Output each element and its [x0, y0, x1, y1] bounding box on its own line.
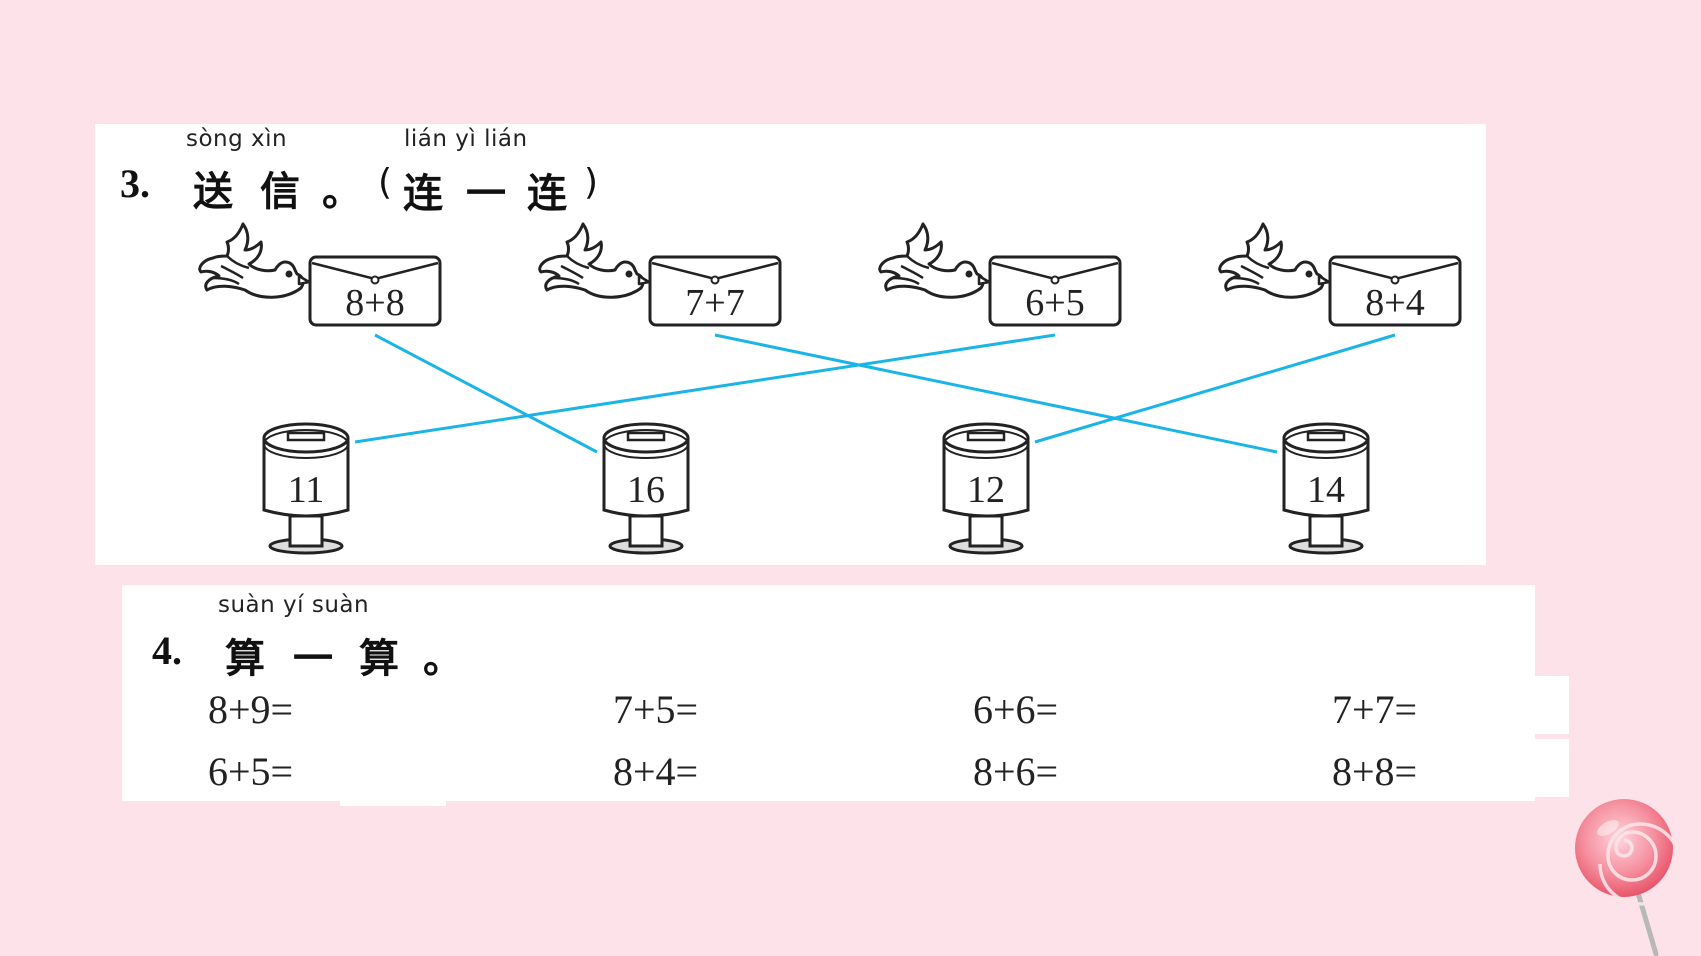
- instruction-open-paren: (: [378, 162, 393, 203]
- pigeon-icon: [533, 220, 653, 316]
- envelope-label: 8+8: [345, 282, 405, 324]
- lollipop-icon: [1575, 799, 1682, 956]
- equation-item: 8+4=: [613, 749, 699, 794]
- mailbox-icon[interactable]: 12: [940, 420, 1032, 556]
- connection-line: [354, 333, 1056, 444]
- pigeon-icon: [873, 220, 993, 316]
- question-number-3: 3.: [120, 161, 150, 206]
- question-number-4: 4.: [152, 628, 182, 673]
- white-patch: [1535, 676, 1569, 734]
- envelope-card[interactable]: 8+4: [1328, 255, 1462, 327]
- equation-item: 6+5=: [208, 749, 294, 794]
- white-patch: [1535, 739, 1569, 797]
- white-patch: [340, 800, 446, 806]
- title-period: 。: [322, 169, 362, 215]
- pinyin-lian-yi-lian: lián yì lián: [404, 126, 528, 152]
- instruction-char-lian: 连: [403, 171, 443, 217]
- mailbox-icon[interactable]: 16: [600, 420, 692, 556]
- equation-item: 8+6=: [973, 749, 1059, 794]
- mailbox-label: 12: [967, 469, 1005, 511]
- envelope-card[interactable]: 8+8: [308, 255, 442, 327]
- mailbox-label: 14: [1307, 469, 1345, 511]
- instruction-char-yi: 一: [466, 171, 506, 217]
- equation-item: 8+8=: [1332, 749, 1418, 794]
- mailbox-label: 16: [627, 469, 665, 511]
- equation-item: 7+5=: [613, 687, 699, 732]
- envelope-label: 8+4: [1365, 282, 1425, 324]
- connection-line: [714, 333, 1278, 454]
- envelope-card[interactable]: 6+5: [988, 255, 1122, 327]
- mailbox-icon[interactable]: 14: [1280, 420, 1372, 556]
- equation-item: 6+6=: [973, 687, 1059, 732]
- pinyin-suan-yi-suan: suàn yí suàn: [218, 592, 370, 618]
- connection-line: [1034, 333, 1396, 444]
- instruction-char-lian-2: 连: [527, 171, 567, 217]
- instruction-close-paren: ): [584, 162, 599, 203]
- title-period-4: 。: [423, 636, 463, 682]
- pigeon-icon: [1213, 220, 1333, 316]
- pigeon-icon: [193, 220, 313, 316]
- mailbox-icon[interactable]: 11: [260, 420, 352, 556]
- connection-line: [374, 333, 598, 454]
- title-char-suan-2: 算: [359, 636, 399, 682]
- title-char-xin: 信: [260, 169, 300, 215]
- title-char-suan: 算: [225, 636, 265, 682]
- mailbox-label: 11: [287, 469, 325, 511]
- question-4-panel: [122, 585, 1535, 801]
- title-char-song: 送: [193, 169, 233, 215]
- equation-item: 8+9=: [208, 687, 294, 732]
- envelope-card[interactable]: 7+7: [648, 255, 782, 327]
- envelope-label: 7+7: [685, 282, 745, 324]
- pinyin-song-xin: sòng xìn: [186, 126, 288, 152]
- envelope-label: 6+5: [1025, 282, 1085, 324]
- equation-item: 7+7=: [1332, 687, 1418, 732]
- title-char-yi: 一: [293, 636, 333, 682]
